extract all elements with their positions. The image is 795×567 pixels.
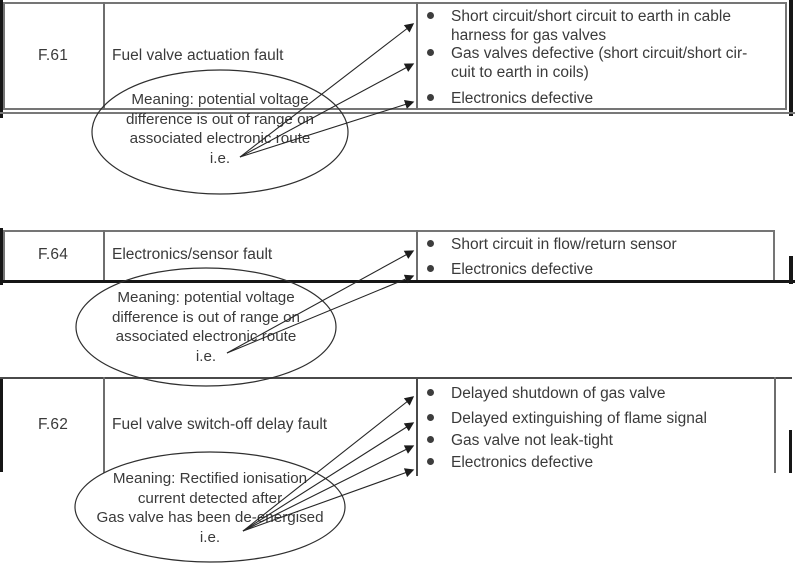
- meaning-line: associated electronic route: [129, 130, 311, 147]
- column-divider: [416, 377, 418, 476]
- column-divider: [103, 230, 105, 280]
- fault-description: Fuel valve switch-off delay fault: [112, 416, 328, 433]
- meaning-note: Meaning: potential voltage difference is…: [61, 288, 351, 366]
- cause-line: Delayed extinguishing of flame signal: [451, 410, 707, 427]
- cause-line: Gas valve not leak-tight: [451, 432, 613, 449]
- bullet-icon: [427, 94, 434, 101]
- page-edge-left-2: [0, 228, 3, 285]
- cause-item: Short circuit/short circuit to earth in …: [451, 7, 731, 45]
- bullet-icon: [427, 49, 434, 56]
- cause-line: harness for gas valves: [451, 27, 607, 44]
- meaning-line: associated electronic route: [115, 328, 297, 345]
- cause-item: Delayed shutdown of gas valve: [451, 384, 666, 403]
- meaning-line: Meaning: Rectified ionisation: [112, 470, 308, 487]
- cause-line: Short circuit in flow/return sensor: [451, 236, 677, 253]
- fault-code: F.61: [37, 47, 69, 64]
- meaning-note: Meaning: potential voltage difference is…: [75, 90, 365, 168]
- cause-line: Gas valves defective (short circuit/shor…: [451, 45, 748, 62]
- cause-line: cuit to earth in coils): [451, 64, 589, 81]
- cause-item: Electronics defective: [451, 260, 593, 279]
- page-edge-left-3: [0, 377, 3, 472]
- page-edge-left-1: [0, 0, 3, 118]
- row-separator-thick: [0, 280, 795, 283]
- cause-line: Electronics defective: [451, 261, 594, 278]
- column-divider: [103, 377, 105, 473]
- row-separator: [0, 377, 792, 379]
- bullet-icon: [427, 389, 434, 396]
- bullet-icon: [427, 436, 434, 443]
- cause-line: Electronics defective: [451, 454, 594, 471]
- cause-item: Electronics defective: [451, 453, 593, 472]
- fault-code: F.64: [37, 246, 69, 263]
- bullet-icon: [427, 265, 434, 272]
- cause-line: Electronics defective: [451, 90, 594, 107]
- column-divider: [416, 230, 418, 280]
- cause-item: Gas valve not leak-tight: [451, 431, 613, 450]
- meaning-line: Meaning: potential voltage: [117, 289, 295, 306]
- meaning-line: current detected after: [137, 489, 283, 507]
- fault-description: Electronics/sensor fault: [112, 246, 273, 263]
- meaning-line: i.e.: [199, 528, 221, 546]
- cause-item: Short circuit in flow/return sensor: [451, 235, 677, 254]
- meaning-line: Gas valve has been de-energised: [96, 509, 324, 526]
- cause-item: Gas valves defective (short circuit/shor…: [451, 44, 747, 82]
- bullet-icon: [427, 458, 434, 465]
- page-edge-right-1: [789, 0, 793, 116]
- bullet-icon: [427, 414, 434, 421]
- column-divider: [416, 2, 418, 110]
- fault-code: F.62: [37, 416, 69, 433]
- column-divider: [103, 2, 105, 110]
- page-edge-right-3: [789, 430, 792, 473]
- cause-item: Delayed extinguishing of flame signal: [451, 409, 707, 428]
- meaning-line: difference is out of range on: [125, 110, 314, 128]
- bullet-icon: [427, 240, 434, 247]
- table-right-border: [774, 377, 776, 473]
- meaning-line: difference is out of range on: [111, 308, 300, 326]
- cause-item: Electronics defective: [451, 89, 593, 108]
- meaning-line: i.e.: [195, 347, 217, 365]
- cause-line: Short circuit/short circuit to earth in …: [451, 8, 731, 25]
- meaning-line: i.e.: [209, 149, 231, 167]
- cause-line: Delayed shutdown of gas valve: [451, 385, 666, 402]
- bullet-icon: [427, 12, 434, 19]
- table-row-f64: [3, 230, 775, 280]
- meaning-line: Meaning: potential voltage: [131, 91, 309, 108]
- meaning-note: Meaning: Rectified ionisation current de…: [65, 469, 355, 547]
- page-edge-right-2: [789, 256, 793, 284]
